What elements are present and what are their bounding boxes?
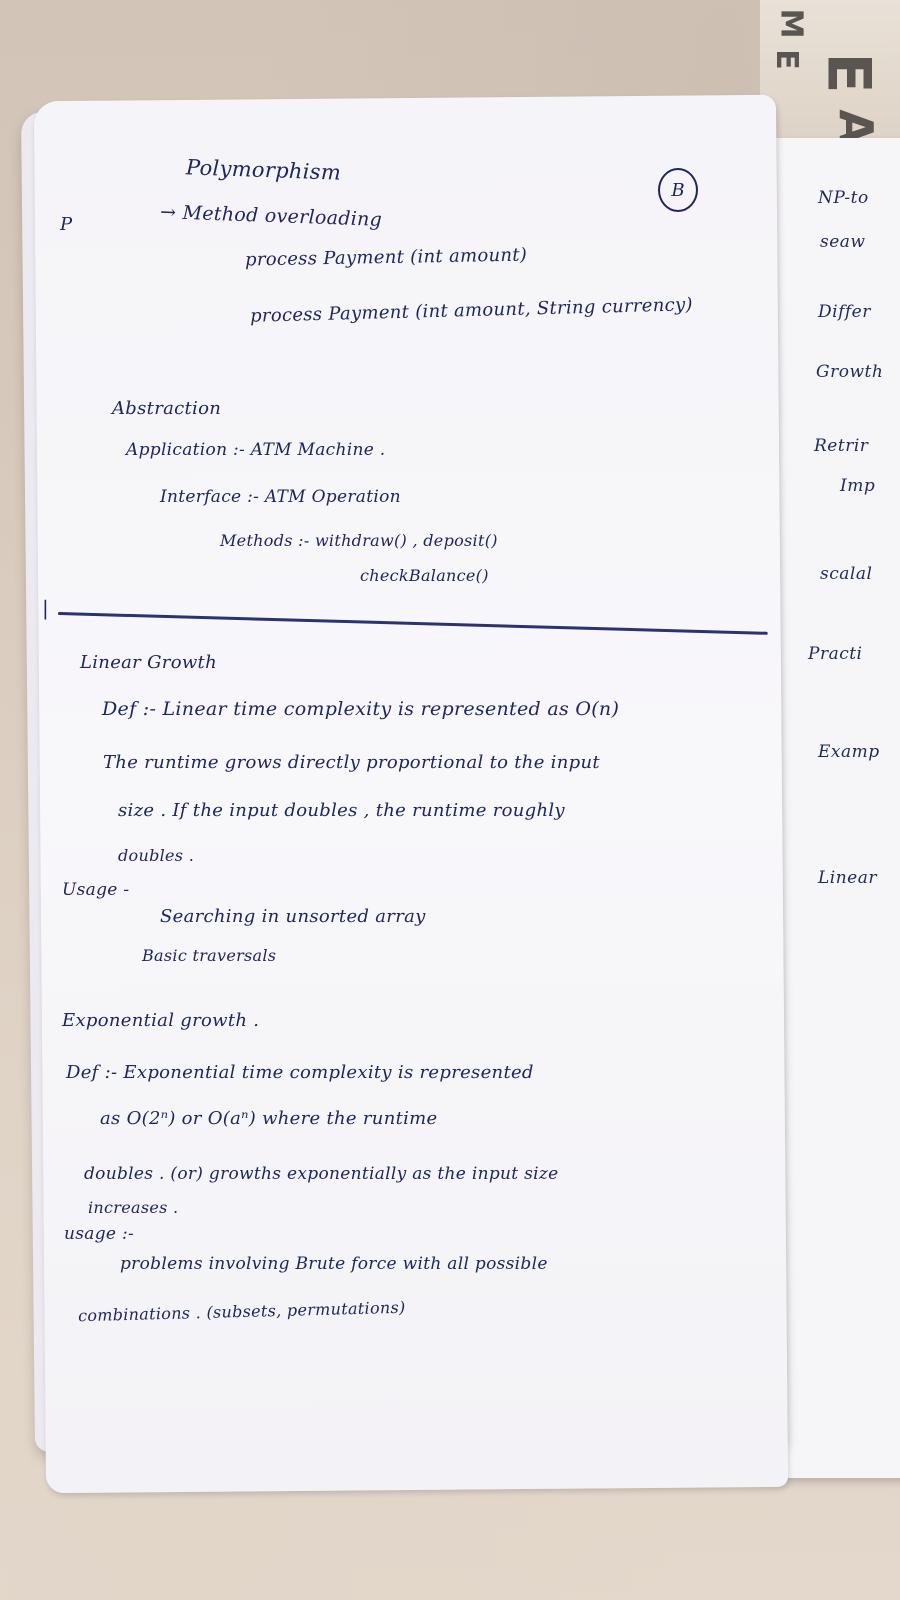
page-marker: B: [658, 168, 698, 212]
back-page-line: Imp: [840, 476, 876, 496]
back-page-line: Retrir: [814, 436, 869, 456]
background-logo: M E E A: [760, 0, 900, 150]
abstraction-heading: Abstraction: [112, 398, 222, 419]
logo-letter: E: [768, 49, 804, 70]
abstraction-line: Interface :- ATM Operation: [160, 487, 401, 507]
logo-letter: E: [813, 52, 884, 94]
exponential-usage-line: problems involving Brute force with all …: [120, 1254, 548, 1274]
linear-usage-line: Searching in unsorted array: [160, 906, 426, 927]
linear-def-line: Def :- Linear time complexity is represe…: [102, 698, 620, 720]
exponential-def-line: Def :- Exponential time complexity is re…: [66, 1062, 534, 1083]
linear-def-line: The runtime grows directly proportional …: [103, 752, 600, 773]
linear-heading: Linear Growth: [80, 652, 217, 673]
linear-usage-label: Usage -: [62, 880, 130, 900]
linear-def-line: doubles .: [118, 846, 195, 865]
margin-mark: |: [42, 596, 50, 620]
exponential-def-line: as O(2ⁿ) or O(aⁿ) where the runtime: [100, 1108, 438, 1129]
exponential-usage-label: usage :-: [64, 1224, 135, 1244]
back-page-line: NP-to: [818, 188, 869, 208]
back-page-line: Practi: [808, 644, 863, 664]
abstraction-line: Methods :- withdraw() , deposit(): [220, 531, 498, 550]
abstraction-line: checkBalance(): [360, 566, 489, 585]
abstraction-line: Application :- ATM Machine .: [126, 440, 386, 460]
back-page-line: Growth: [816, 362, 884, 382]
exponential-heading: Exponential growth .: [62, 1010, 260, 1031]
exponential-def-line: doubles . (or) growths exponentially as …: [84, 1164, 559, 1184]
margin-mark: P: [60, 214, 73, 235]
exponential-def-line: increases .: [88, 1198, 179, 1217]
linear-def-line: size . If the input doubles , the runtim…: [118, 800, 565, 821]
linear-usage-line: Basic traversals: [142, 946, 277, 965]
back-page-line: Linear: [818, 868, 877, 888]
logo-letter: M: [773, 8, 809, 39]
back-page-line: Differ: [818, 302, 871, 322]
back-page-line: Examp: [818, 742, 880, 762]
back-page-line: seaw: [820, 232, 866, 252]
page-marker-letter: B: [671, 179, 685, 201]
back-page-line: scalal: [820, 564, 873, 584]
